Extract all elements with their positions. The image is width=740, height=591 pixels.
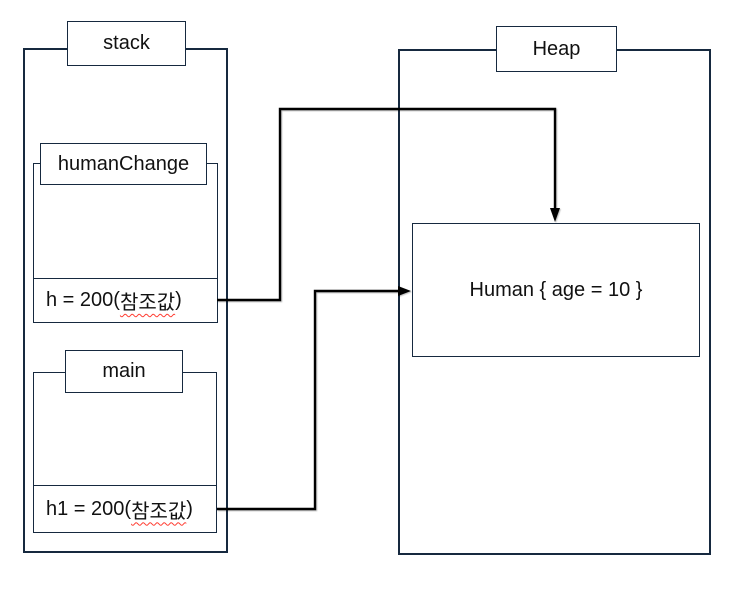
arrow-h1-to-human — [217, 289, 399, 511]
variable-h-ref-value: 참조값 — [119, 292, 176, 314]
variable-h-value-suffix: ) — [175, 289, 182, 311]
variable-h1-value-suffix: ) — [186, 497, 193, 520]
frame-label-humanchange: humanChange — [40, 143, 207, 185]
variable-h-value-prefix: h = 200( — [46, 289, 120, 311]
stack-frame-humanchange: h = 200(참조값) — [33, 163, 218, 323]
stack-title: stack — [67, 21, 186, 66]
stack-frame-main: h1 = 200(참조값) — [33, 372, 217, 533]
heap-object-human: Human { age = 10 } — [412, 223, 700, 357]
variable-h-row: h = 200(참조값) — [34, 278, 217, 322]
variable-h1-row: h1 = 200(참조값) — [34, 485, 216, 532]
variable-h1-value-prefix: h1 = 200( — [46, 497, 132, 520]
heap-title: Heap — [496, 26, 617, 72]
variable-h1-ref-value: 참조값 — [131, 500, 187, 523]
frame-label-main: main — [65, 350, 183, 393]
